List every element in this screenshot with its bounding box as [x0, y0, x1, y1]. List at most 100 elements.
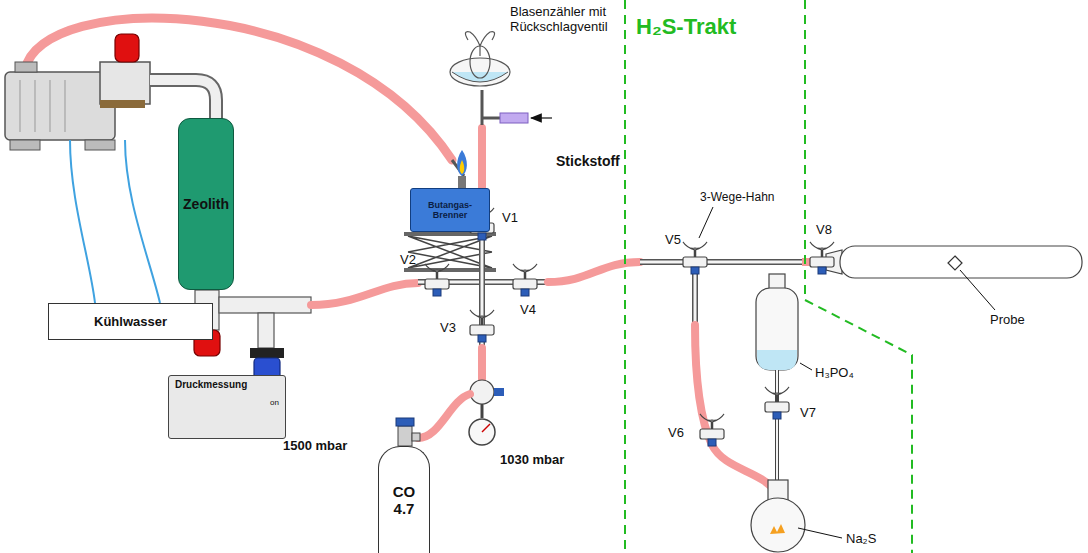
tube-to-h2s-tract: [640, 261, 802, 264]
vacuum-pump: [100, 100, 145, 108]
pressure-gauge-device: Druckmessung: [168, 375, 286, 439]
co-line: [398, 426, 412, 446]
bubble-counter: [470, 46, 490, 78]
dropping-funnel: [756, 288, 798, 370]
co-line: [396, 348, 504, 446]
vacuum-pump: [65, 80, 66, 132]
valves: [425, 208, 834, 446]
dropping-funnel: [756, 274, 798, 485]
dropping-funnel: [775, 370, 779, 485]
tube-to-manifold: [311, 283, 418, 305]
nitrogen-tube: [481, 90, 484, 125]
valves: [470, 310, 494, 342]
nitrogen-tube: [482, 90, 552, 210]
cooling-water-lines: [125, 140, 160, 303]
valve-label: V7: [800, 405, 816, 420]
valves: [765, 387, 789, 419]
vacuum-pump: [35, 80, 36, 132]
co-line: [478, 348, 486, 380]
leader-lines: [798, 528, 842, 538]
zeolite-cartridge: Zeolith: [178, 118, 234, 290]
leader-lines: [800, 363, 812, 370]
vacuum-pump: [10, 140, 40, 150]
gas-cylinder: CO 4.7: [378, 446, 430, 553]
co-line: [412, 433, 420, 441]
leader-lines: [699, 207, 995, 538]
vacuum-pump: [15, 62, 37, 72]
co-line: [396, 418, 414, 426]
sample-tube: [826, 246, 1082, 278]
box-text: CO 4.7: [388, 483, 420, 517]
cooling-water-lines: [70, 140, 95, 303]
vacuum-pump: [50, 80, 51, 132]
box-text: Druckmessung: [175, 379, 247, 390]
h2s-tract-boundary: [625, 0, 912, 553]
pressure-value: 1500 mbar: [283, 438, 347, 453]
valve-label: V2: [400, 252, 416, 267]
nitrogen-tube: [500, 113, 528, 123]
reaction-flask: [751, 498, 805, 552]
vacuum-pump: [5, 72, 115, 140]
vacuum-pump: [115, 34, 139, 62]
zeolith-fittings: [250, 348, 284, 358]
valve-label: V5: [665, 232, 681, 247]
co-line: [469, 419, 495, 445]
valves: [700, 414, 724, 446]
vacuum-pump: [85, 140, 115, 150]
reaction-flask: [751, 480, 805, 552]
vacuum-pump: [20, 80, 21, 132]
bubble-counter: [465, 32, 494, 46]
reaction-flask: [770, 524, 785, 534]
h2s-tract-boundary: [805, 0, 912, 553]
valve-label: V1: [502, 210, 518, 225]
cooling-water-box: Kühlwasser: [48, 303, 213, 340]
sample-tube: [948, 256, 962, 270]
leader-lines: [960, 270, 995, 310]
tube-to-h2s-tract: [548, 262, 640, 282]
box-text: Kühlwasser: [94, 314, 167, 329]
bubble-counter: [479, 46, 480, 56]
burner-flame: [460, 160, 465, 174]
burner-flame: [457, 150, 467, 188]
pressure-value: 1030 mbar: [500, 452, 564, 467]
box-text: Zeolith: [183, 196, 229, 212]
leader-lines: [699, 207, 713, 238]
sample-tube: [840, 246, 1082, 278]
valve-label: V8: [816, 222, 832, 237]
tube-to-manifold: [311, 283, 418, 305]
vacuum-pump: [5, 34, 150, 150]
burner-flame: [457, 150, 467, 176]
bubble-counter: [452, 72, 508, 82]
gas-label: Stickstoff: [556, 154, 620, 169]
part-label: Blasenzähler mit Rückschlagventil: [510, 4, 628, 34]
pump-pipe: [150, 80, 216, 122]
part-label: 3-Wege-Hahn: [700, 190, 774, 205]
co-line: [482, 424, 490, 432]
tube-to-h2s-tract: [640, 259, 802, 265]
co-line: [481, 404, 484, 418]
pump-pipe: [150, 80, 216, 122]
valves: [513, 264, 537, 296]
bubble-counter: [450, 32, 510, 86]
valve-label: V6: [668, 425, 684, 440]
chemical-label: H₃PO₄: [815, 365, 854, 380]
valves: [683, 242, 707, 274]
tube-to-h2s-tract: [548, 262, 816, 492]
region-label: H₂S-Trakt: [636, 14, 736, 40]
zeolith-fittings: [258, 313, 274, 348]
dropping-funnel: [776, 370, 778, 485]
nitrogen-tube: [482, 117, 500, 120]
valve-label: V3: [440, 320, 456, 335]
co-line: [494, 388, 504, 396]
co-line: [418, 394, 470, 438]
switch-label: on: [270, 398, 279, 407]
nitrogen-tube: [531, 117, 552, 118]
h2s-tract-boundary: [624, 0, 626, 553]
butane-burner: Butangas- Brenner: [410, 188, 490, 232]
co-line: [470, 380, 494, 404]
zeolith-fittings: [219, 297, 311, 313]
valve-label: V4: [520, 302, 536, 317]
pump-pipe: [150, 80, 216, 122]
